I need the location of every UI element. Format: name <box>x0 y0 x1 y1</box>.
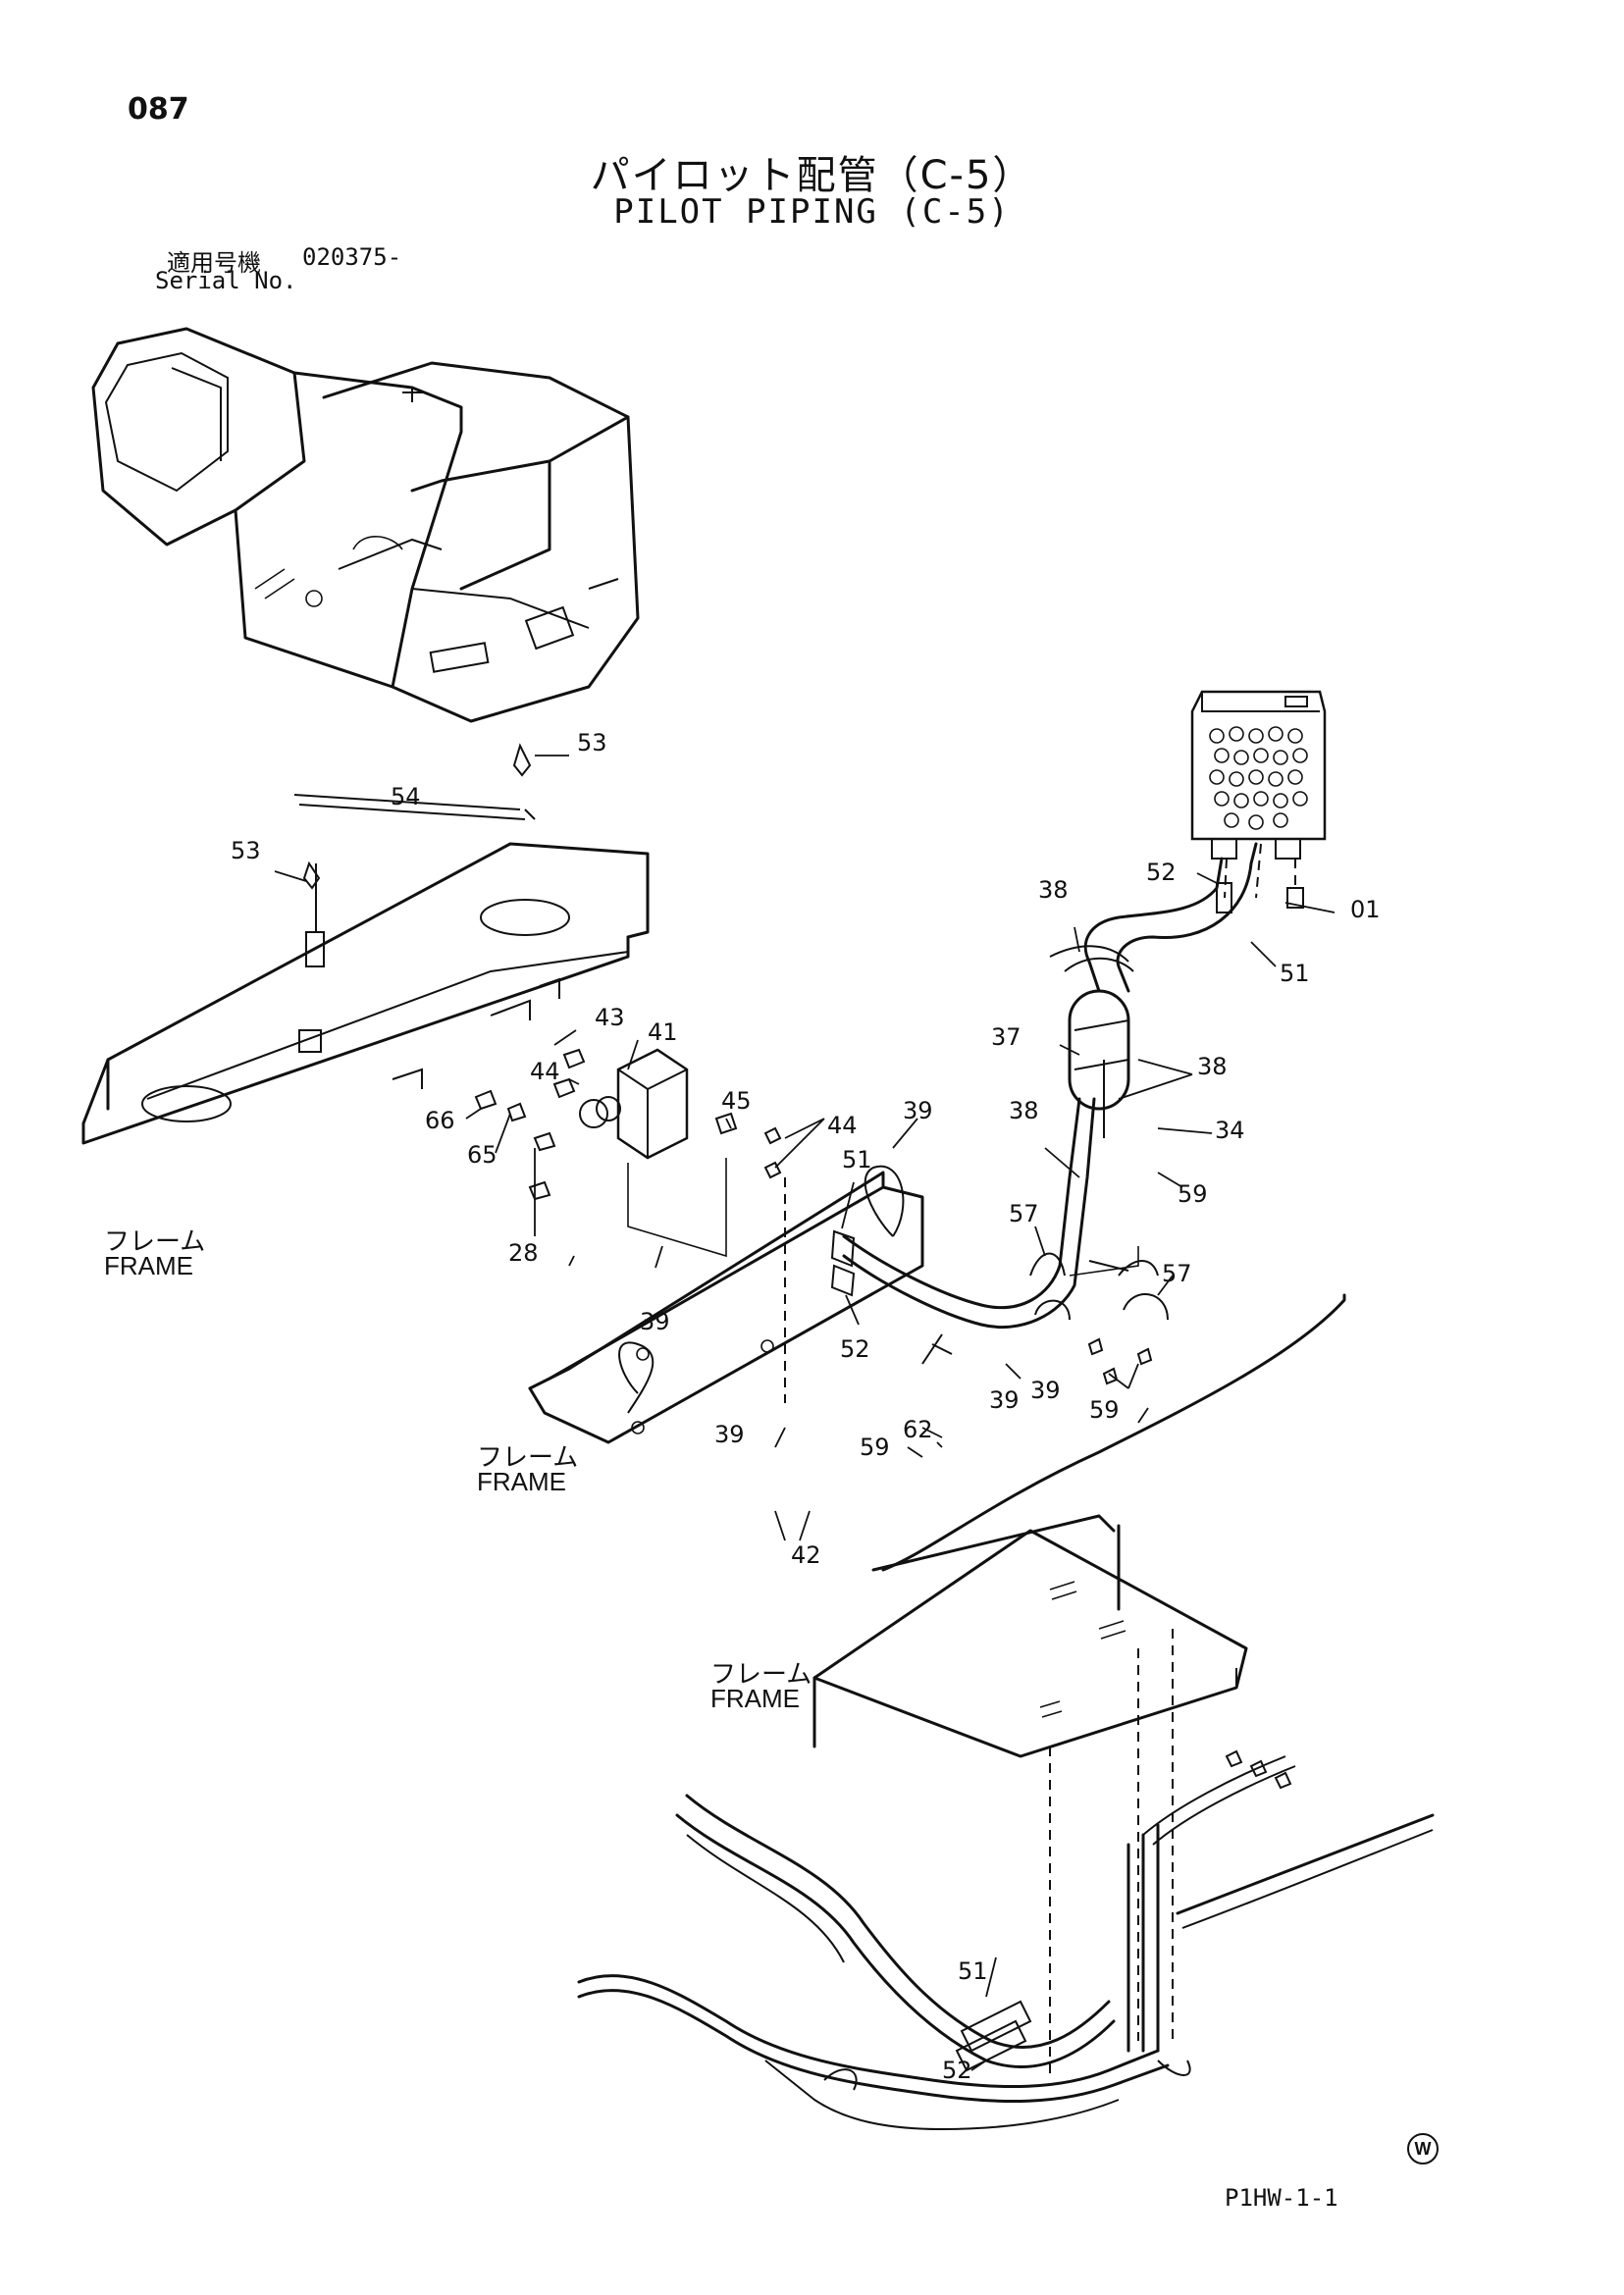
callout-18: 65 <box>467 1141 498 1169</box>
frame-label-3-jp: フレーム <box>710 1660 812 1690</box>
callout-3: 01 <box>1350 896 1381 923</box>
callout-24: 52 <box>840 1335 870 1363</box>
excavator-illustration <box>91 327 640 723</box>
frame-label-2-jp: フレーム <box>477 1443 579 1473</box>
callout-33: 51 <box>958 1957 988 1985</box>
callout-5: 51 <box>1280 960 1310 987</box>
watermark-w-icon: W <box>1407 2133 1439 2165</box>
callout-7: 37 <box>991 1023 1022 1051</box>
callout-10: 59 <box>1178 1180 1208 1208</box>
mounting-plate-frame <box>577 1293 1435 2131</box>
frame-label-1-jp: フレーム <box>104 1227 206 1257</box>
pilot-valve-block <box>474 1048 786 1403</box>
counterweight-frame-part <box>81 743 650 1145</box>
serial-label-english: Serial No. <box>155 267 297 294</box>
callout-11: 38 <box>1009 1097 1039 1124</box>
callout-21: 51 <box>842 1146 872 1174</box>
hose-assembly <box>830 842 1258 1385</box>
callout-15: 45 <box>721 1087 752 1115</box>
title-english: PILOT PIPING (C-5) <box>613 192 1011 232</box>
solenoid-valve-unit <box>1190 690 1327 909</box>
callout-16: 44 <box>827 1112 858 1139</box>
callout-22: 57 <box>1009 1200 1039 1227</box>
callout-9: 34 <box>1215 1117 1245 1144</box>
frame-label-1-en: FRAME <box>104 1251 193 1280</box>
callout-25: 39 <box>640 1308 670 1335</box>
callout-19: 28 <box>508 1239 539 1267</box>
callout-17: 66 <box>425 1107 455 1134</box>
drawing-code: P1HW-1-1 <box>1225 2184 1338 2212</box>
serial-value: 020375- <box>302 243 402 271</box>
callout-12: 43 <box>595 1004 625 1031</box>
callout-23: 57 <box>1162 1260 1192 1287</box>
title-japanese: パイロット配管（C-5） <box>590 153 1034 198</box>
callout-8: 38 <box>1197 1053 1228 1080</box>
callout-29: 62 <box>903 1416 933 1443</box>
callout-27: 39 <box>1030 1377 1061 1404</box>
serial-label-japanese: 適用号機 <box>167 249 261 277</box>
leader-lines <box>465 872 1336 2071</box>
callout-2: 53 <box>231 837 261 864</box>
callout-14: 44 <box>530 1058 560 1085</box>
callout-13: 41 <box>648 1018 678 1046</box>
callout-0: 53 <box>577 729 607 756</box>
callout-28: 59 <box>1089 1396 1120 1424</box>
callout-26: 39 <box>989 1386 1020 1414</box>
callout-34: 52 <box>942 2057 972 2084</box>
callout-30: 59 <box>860 1434 890 1461</box>
callout-labels: 53 54 53 01 52 51 38 37 38 34 59 38 43 41 44 45 44 66 65 28… <box>231 729 1381 2084</box>
callout-1: 54 <box>391 783 421 810</box>
callout-4: 52 <box>1146 859 1177 886</box>
callout-31: 39 <box>714 1421 745 1448</box>
frame-label-2-en: FRAME <box>477 1467 566 1496</box>
frame-label-3-en: FRAME <box>710 1684 800 1713</box>
callout-6: 38 <box>1038 876 1069 904</box>
callout-20: 39 <box>903 1097 933 1124</box>
page-number: 087 <box>128 92 189 127</box>
frame-rail <box>528 1165 924 1444</box>
callout-32: 42 <box>791 1541 821 1569</box>
